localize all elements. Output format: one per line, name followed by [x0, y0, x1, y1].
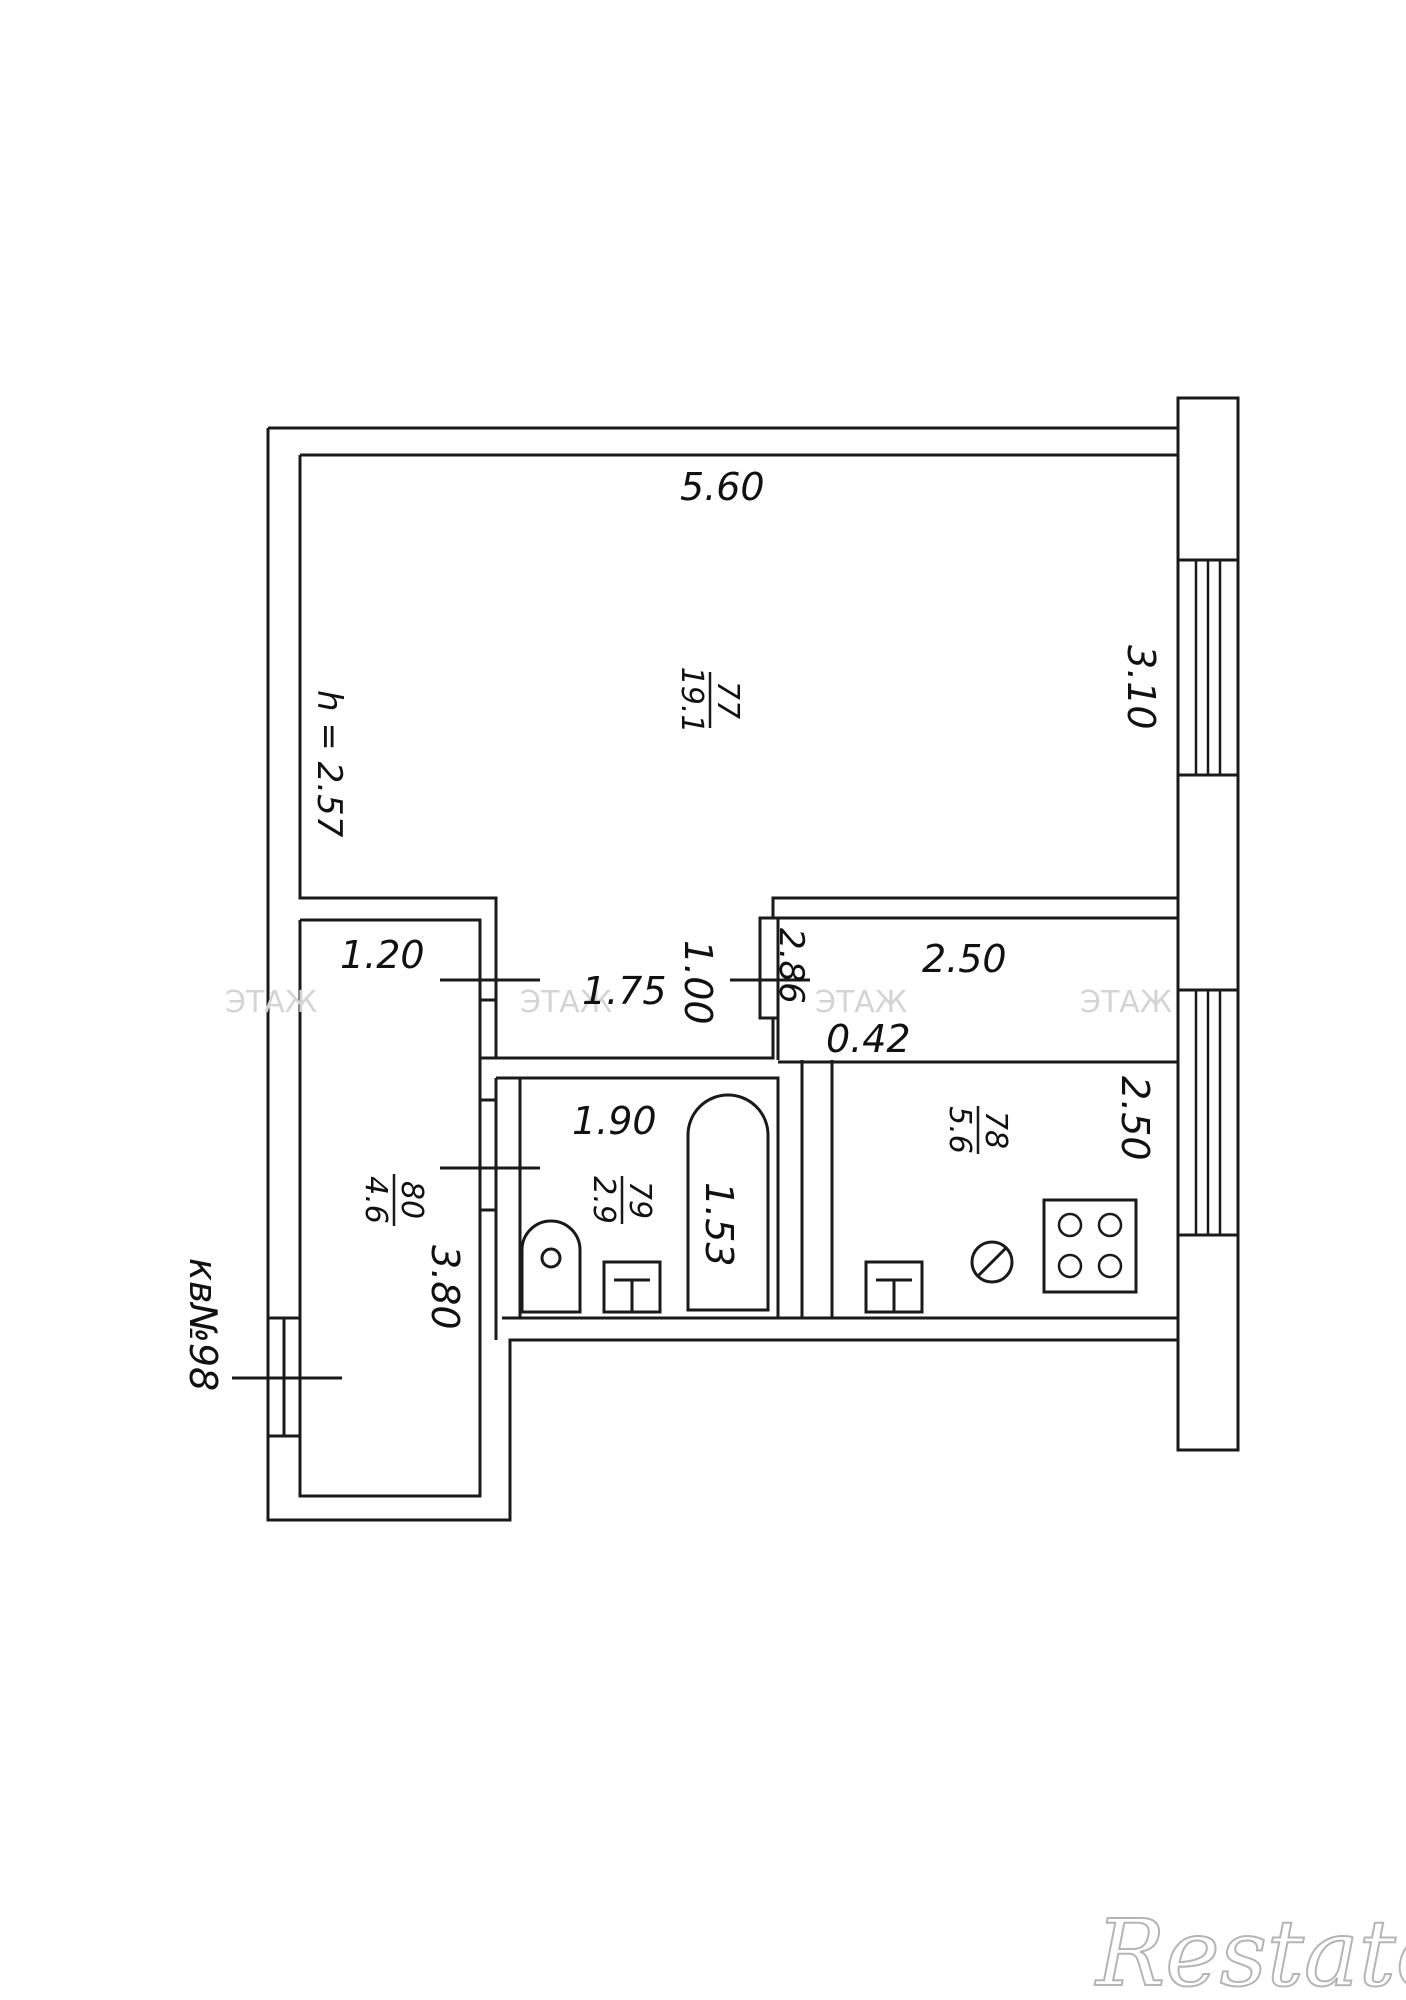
bathtub-icon [686, 1093, 770, 1312]
watermark: ЭТАЖ [1080, 985, 1172, 1020]
apartment-label: кв№98 [181, 1258, 225, 1391]
bathroom-width: 1.90 [572, 1099, 657, 1143]
height-label: h = 2.57 [309, 690, 349, 838]
room-area-hall: 80 4.6 [358, 1174, 429, 1226]
side-dim: 2.86 [771, 928, 811, 1004]
sink-kitchen-icon [864, 1260, 924, 1314]
door-markers [440, 916, 810, 1212]
watermark: ЭТАЖ [225, 985, 317, 1020]
corridor-depth: 1.00 [676, 940, 720, 1025]
kitchen-length: 2.50 [1113, 1076, 1157, 1161]
sink-icon [602, 1260, 662, 1314]
room-number: 79 [622, 1181, 657, 1219]
room-area: 4.6 [358, 1176, 393, 1224]
entrance-door [232, 1316, 342, 1438]
room-area-kitchen: 78 5.6 [942, 1106, 1013, 1154]
watermark: ЭТАЖ [815, 985, 907, 1020]
exterior-wall-right [1176, 396, 1240, 1452]
tub-length: 1.53 [697, 1182, 741, 1267]
hall-length: 3.80 [423, 1245, 467, 1330]
stove-icon [1042, 1198, 1138, 1294]
room-number: 80 [394, 1181, 429, 1219]
living-length: 5.60 [680, 465, 765, 509]
watermark-row: ЭТАЖ ЭТАЖ ЭТАЖ ЭТАЖ [225, 985, 1172, 1020]
room-area-bathroom: 79 2.9 [586, 1176, 657, 1224]
window-living [1194, 560, 1222, 775]
kitchen-width: 2.50 [922, 937, 1007, 981]
room-area: 5.6 [942, 1106, 977, 1154]
window-kitchen [1194, 990, 1222, 1235]
hall-width: 1.20 [340, 933, 425, 977]
living-width: 3.10 [1119, 645, 1163, 730]
room-number: 78 [978, 1111, 1013, 1149]
room-area-living: 77 19.1 [674, 667, 745, 734]
watermark: ЭТАЖ [520, 985, 612, 1020]
toilet-icon [520, 1219, 582, 1314]
niche-dim: 0.42 [826, 1017, 911, 1061]
corridor-width: 1.75 [582, 969, 667, 1013]
room-area: 19.1 [674, 667, 709, 734]
brand-watermark: Restate [1094, 1900, 1406, 2000]
room-area: 2.9 [586, 1176, 621, 1224]
gas-riser-icon [970, 1240, 1014, 1284]
room-number: 77 [710, 681, 745, 719]
